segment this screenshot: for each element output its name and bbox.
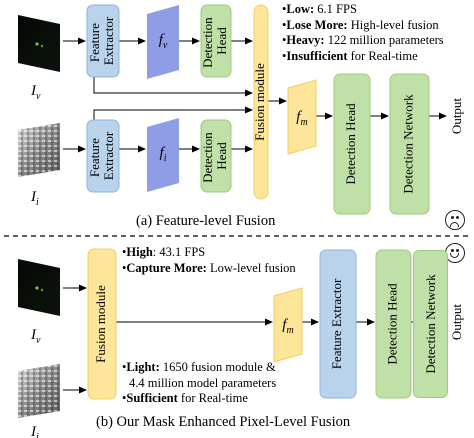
fm-top-sub: m xyxy=(300,117,307,128)
fv-sub: v xyxy=(163,40,168,51)
detection-network-top-label: Detection Network xyxy=(400,94,415,194)
svg-text:Feature Extractor: Feature Extractor xyxy=(87,131,116,180)
svg-text:Detection Head: Detection Head xyxy=(200,129,229,183)
detection-network-bottom-overlay: Detection Network xyxy=(413,250,448,398)
bottom-annotation-2: •Light: 1650 fusion module & xyxy=(122,360,276,374)
top-annotation-2: •Heavy: 122 million parameters xyxy=(282,33,444,47)
happy-face-icon xyxy=(445,243,465,263)
fusion-module-bottom-label: Fusion module xyxy=(93,285,108,363)
feature-map-fv: fv xyxy=(147,5,179,79)
feature-extractor-label-part1: Feature xyxy=(87,23,102,62)
skip-arrow-visible xyxy=(93,77,253,97)
bottom-annotation-0: •High: 43.1 FPS xyxy=(122,245,206,259)
sad-face-icon xyxy=(445,210,465,230)
visible-image-bottom xyxy=(18,259,60,316)
feature-extractor-top-v: Feature Extractor xyxy=(86,4,120,78)
bottom-annotations-upper: •High: 43.1 FPS •Capture More: Low-level… xyxy=(122,245,296,276)
infrared-image-bottom xyxy=(18,364,60,418)
svg-text:fm: fm xyxy=(282,317,293,336)
fi-symbol: f xyxy=(160,145,166,161)
svg-text:fm: fm xyxy=(296,109,307,128)
detection-network-top: Detection Network xyxy=(389,73,430,215)
fm-bottom-symbol: f xyxy=(282,317,288,333)
detection-network-bottom-label: Detection Network xyxy=(422,274,438,374)
caption-bottom: (b) Our Mask Enhanced Pixel-Level Fusion xyxy=(96,414,351,430)
top-annotation-3: •Insufficient for Real-time xyxy=(282,48,418,63)
fv-symbol: f xyxy=(159,32,165,48)
fm-top-symbol: f xyxy=(296,109,302,125)
bottom-annotation-1: •Capture More: Low-level fusion xyxy=(122,260,296,275)
svg-text:Detection Head: Detection Head xyxy=(200,14,229,68)
feature-map-fm-top: fm xyxy=(287,79,317,155)
feature-map-fi: fi xyxy=(147,118,179,192)
feature-map-fm-bottom: fm xyxy=(273,287,303,363)
bottom-annotation-4: •Sufficient for Real-time xyxy=(122,391,248,405)
ii-top-label: Ii xyxy=(30,189,39,208)
detection-head-bottom: Detection Head xyxy=(375,249,412,399)
top-annotations: •Low: 6.1 FPS •Lose More: High-level fus… xyxy=(282,2,444,64)
bottom-annotation-3: 4.4 million model parameters xyxy=(129,375,277,390)
fi-sub: i xyxy=(164,153,167,164)
feature-extractor-bottom: Feature Extractor xyxy=(319,249,357,399)
infrared-image-top xyxy=(18,123,60,177)
feature-extractor-label-part2: Extractor xyxy=(101,16,116,65)
fm-bottom-sub: m xyxy=(286,325,293,336)
fusion-module-bottom: Fusion module xyxy=(87,248,117,400)
svg-text:Feature Extractor: Feature Extractor xyxy=(87,16,116,65)
output-bottom-label: Output xyxy=(449,304,464,341)
detection-head-bottom-label: Detection Head xyxy=(384,283,399,365)
output-top-label: Output xyxy=(449,98,464,135)
top-annotation-1: •Lose More: High-level fusion xyxy=(282,17,439,32)
fusion-module-top: Fusion module xyxy=(252,4,269,200)
iv-top-label: Iv xyxy=(30,83,41,102)
fusion-module-top-label: Fusion module xyxy=(252,63,267,141)
svg-text:fv: fv xyxy=(159,32,168,51)
caption-top: (a) Feature-level Fusion xyxy=(136,213,276,229)
detection-head-top-main-label: Detection Head xyxy=(343,103,358,185)
ii-bottom-label: Ii xyxy=(30,424,39,438)
iv-bottom-label: Iv xyxy=(30,327,41,346)
feature-extractor-bottom-label: Feature Extractor xyxy=(329,278,344,369)
detection-head-top-v: Detection Head xyxy=(200,4,232,78)
svg-text:fi: fi xyxy=(160,145,167,164)
visible-image-top xyxy=(18,15,60,72)
detection-head-top-i: Detection Head xyxy=(200,119,232,193)
skip-arrow-infrared xyxy=(93,106,253,124)
feature-extractor-top-i: Feature Extractor xyxy=(86,119,120,193)
detection-head-top-main: Detection Head xyxy=(333,73,371,215)
bottom-annotations-lower: •Light: 1650 fusion module & 4.4 million… xyxy=(122,360,276,407)
top-annotation-0: •Low: 6.1 FPS xyxy=(282,2,357,16)
